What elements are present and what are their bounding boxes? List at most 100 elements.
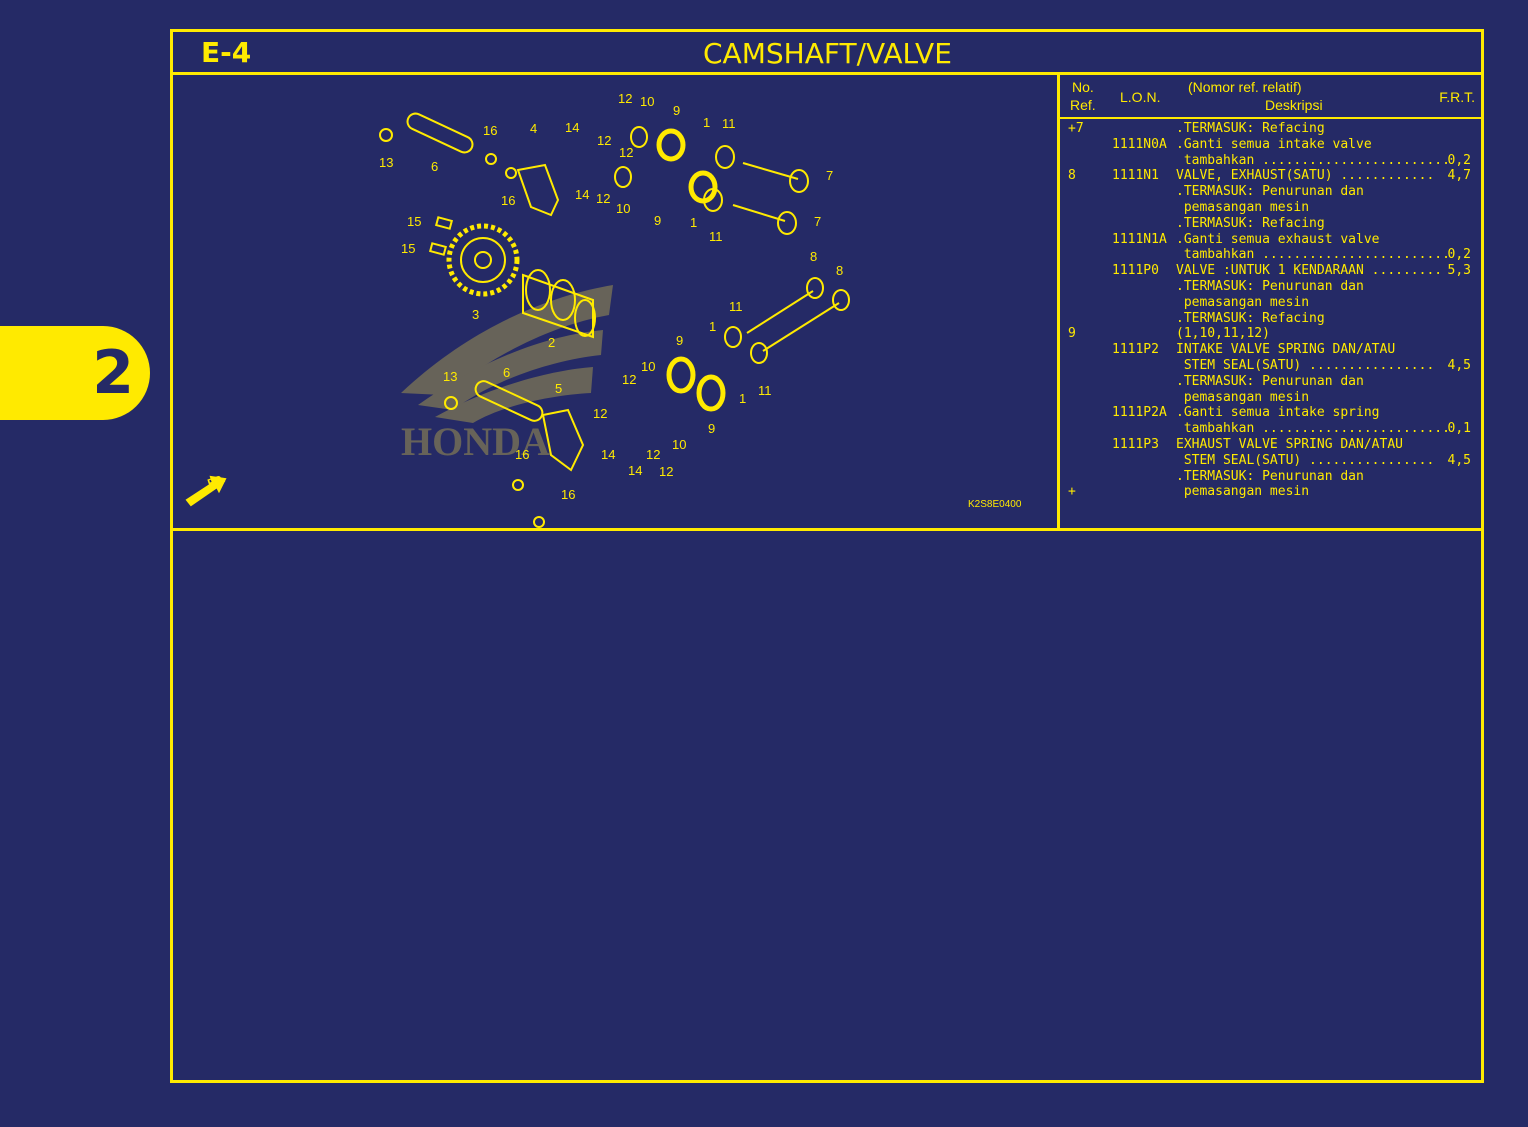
callout: 9 — [654, 213, 661, 228]
callout: 2 — [548, 335, 555, 350]
table-row[interactable]: 1111N0A .Ganti semua intake valve — [1060, 137, 1481, 153]
callout: 10 — [616, 201, 630, 216]
drawing-code: K2S8E0400 — [968, 499, 1022, 510]
row-desc: .TERMASUK: Penurunan dan — [1176, 184, 1364, 200]
row-desc: .TERMASUK: Refacing — [1176, 215, 1325, 231]
row-lon: 1111N0A — [1112, 136, 1167, 152]
table-row[interactable]: tambahkan ........................0,2 — [1060, 247, 1481, 263]
callout: 15 — [401, 241, 415, 256]
row-ref: +7 — [1068, 121, 1084, 136]
col-desc-line2: Deskripsi — [1265, 97, 1323, 113]
callout: 4 — [530, 121, 537, 136]
row-ref: 9 — [1068, 326, 1076, 342]
callout: 9 — [708, 421, 715, 436]
callout: 1 — [739, 391, 746, 406]
callout: 7 — [826, 168, 833, 183]
row-desc: .TERMASUK: Penurunan dan — [1176, 278, 1364, 294]
row-lon: 1111P0 — [1112, 263, 1159, 279]
table-row[interactable]: .TERMASUK: Refacing — [1060, 311, 1481, 327]
callout: 11 — [758, 383, 772, 398]
callout: 11 — [729, 299, 743, 314]
callout: 14 — [565, 120, 579, 135]
callout: 16 — [561, 487, 575, 502]
row-frt: 0,1 — [1447, 421, 1471, 437]
row-ref: + — [1068, 484, 1076, 500]
callout: 9 — [673, 103, 680, 118]
callout: 12 — [597, 133, 611, 148]
row-desc: STEM SEAL(SATU) ................ — [1176, 357, 1435, 373]
table-row[interactable]: + pemasangan mesin — [1060, 484, 1481, 500]
row-lon: 1111N1 — [1112, 168, 1159, 184]
callout: 7 — [814, 214, 821, 229]
table-row[interactable]: .TERMASUK: Refacing — [1060, 216, 1481, 232]
callout: 11 — [722, 116, 736, 131]
row-desc: (1,10,11,12) — [1176, 326, 1270, 342]
table-row[interactable]: 1111P2 INTAKE VALVE SPRING DAN/ATAU — [1060, 342, 1481, 358]
table-row[interactable]: .TERMASUK: Penurunan dan — [1060, 469, 1481, 485]
row-frt: 5,3 — [1447, 263, 1471, 279]
page-header: E-4 CAMSHAFT/VALVE — [173, 32, 1481, 75]
section-code: E-4 — [201, 36, 252, 69]
page-title: CAMSHAFT/VALVE — [703, 37, 952, 70]
callout: 9 — [676, 333, 683, 348]
table-row[interactable]: .TERMASUK: Penurunan dan — [1060, 184, 1481, 200]
parts-table-header: No. Ref. L.O.N. (Nomor ref. relatif) Des… — [1060, 75, 1481, 119]
callout: 12 — [659, 464, 673, 479]
table-row[interactable]: STEM SEAL(SATU) ................ 4,5 — [1060, 358, 1481, 374]
diagram-drawing: HONDA — [185, 91, 1022, 528]
row-desc: tambahkan ........................ — [1176, 421, 1450, 437]
callout: 13 — [443, 369, 457, 384]
row-ref: 8 — [1068, 168, 1076, 184]
row-desc: .TERMASUK: Penurunan dan — [1176, 468, 1364, 484]
row-frt: 4,5 — [1447, 357, 1471, 373]
table-row[interactable]: pemasangan mesin — [1060, 390, 1481, 406]
table-row[interactable]: pemasangan mesin — [1060, 200, 1481, 216]
row-frt: 0,2 — [1447, 247, 1471, 263]
row-lon: 1111N1A — [1112, 231, 1167, 247]
parts-catalog-page: E-4 CAMSHAFT/VALVE HONDA — [170, 29, 1484, 1083]
callout: 13 — [379, 155, 393, 170]
row-desc: .Ganti semua intake spring — [1176, 405, 1380, 421]
table-row[interactable]: 8 1111N1 VALVE, EXHAUST(SATU) ............… — [1060, 168, 1481, 184]
table-row[interactable]: 9 (1,10,11,12) — [1060, 326, 1481, 342]
table-row[interactable]: 1111P2A.Ganti semua intake spring — [1060, 405, 1481, 421]
row-desc: pemasangan mesin — [1176, 294, 1310, 310]
diagram-callouts: 12 10 9 1 11 14 12 12 16 4 13 6 16 14 12… — [206, 91, 1022, 510]
honda-watermark-text: HONDA — [401, 419, 550, 464]
direction-label: FR. — [206, 473, 227, 490]
row-desc: tambahkan ........................ — [1176, 152, 1450, 168]
section-tab[interactable]: 2 — [0, 326, 150, 420]
table-row[interactable]: 1111P0 VALVE :UNTUK 1 KENDARAAN .........… — [1060, 263, 1481, 279]
callout: 12 — [618, 91, 632, 106]
table-row[interactable]: .TERMASUK: Penurunan dan — [1060, 279, 1481, 295]
row-desc: VALVE :UNTUK 1 KENDARAAN ......... — [1176, 263, 1443, 279]
exploded-diagram[interactable]: HONDA — [173, 75, 1060, 528]
row-desc: INTAKE VALVE SPRING DAN/ATAU — [1176, 342, 1396, 358]
table-row[interactable]: tambahkan ........................0,1 — [1060, 421, 1481, 437]
table-row[interactable]: 1111N1A.Ganti semua exhaust valve — [1060, 232, 1481, 248]
row-frt: 4,7 — [1447, 168, 1471, 184]
callout: 10 — [640, 94, 654, 109]
row-desc: VALVE, EXHAUST(SATU) ............ — [1176, 168, 1435, 184]
callout: 1 — [709, 319, 716, 334]
callout: 16 — [515, 447, 529, 462]
top-area: HONDA — [173, 75, 1481, 531]
col-ref-line2: Ref. — [1070, 97, 1096, 113]
row-desc: pemasangan mesin — [1176, 484, 1310, 500]
section-tab-number: 2 — [92, 338, 134, 408]
row-lon: 1111P2 — [1112, 342, 1159, 358]
table-row[interactable]: .TERMASUK: Penurunan dan — [1060, 374, 1481, 390]
row-frt: 0,2 — [1447, 152, 1471, 168]
table-row[interactable]: +7.TERMASUK: Refacing — [1060, 121, 1481, 137]
row-desc: .Ganti semua intake valve — [1176, 136, 1372, 152]
callout: 12 — [646, 447, 660, 462]
table-row[interactable]: STEM SEAL(SATU) ................4,5 — [1060, 453, 1481, 469]
table-row[interactable]: tambahkan ........................0,2 — [1060, 153, 1481, 169]
table-row[interactable]: pemasangan mesin — [1060, 295, 1481, 311]
callout: 12 — [593, 406, 607, 421]
callout: 12 — [622, 372, 636, 387]
callout: 11 — [709, 229, 723, 244]
callout: 6 — [431, 159, 438, 174]
